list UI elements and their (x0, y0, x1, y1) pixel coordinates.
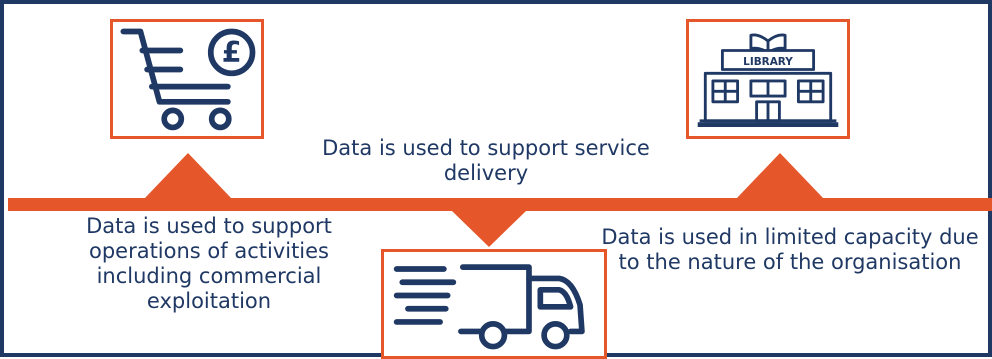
library-icon-box: LIBRARY (686, 19, 850, 139)
truck-icon-box (381, 249, 607, 359)
timeline-marker-up-left (144, 153, 232, 199)
cart-icon-box: £ (110, 19, 264, 139)
svg-text:LIBRARY: LIBRARY (743, 56, 793, 68)
library-building-icon: LIBRARY (697, 33, 839, 127)
stage-right-text: Data is used in limited capacity due to … (601, 225, 979, 274)
svg-text:£: £ (222, 36, 242, 69)
delivery-truck-icon (393, 264, 585, 350)
timeline-marker-up-right (736, 153, 824, 199)
timeline-bar (8, 198, 992, 211)
shopping-cart-pound-icon: £ (120, 28, 256, 131)
stage-center-text: Data is used to support service delivery (322, 136, 650, 185)
timeline-marker-down-center (452, 211, 526, 247)
stage-left-text: Data is used to support operations of ac… (86, 214, 332, 313)
